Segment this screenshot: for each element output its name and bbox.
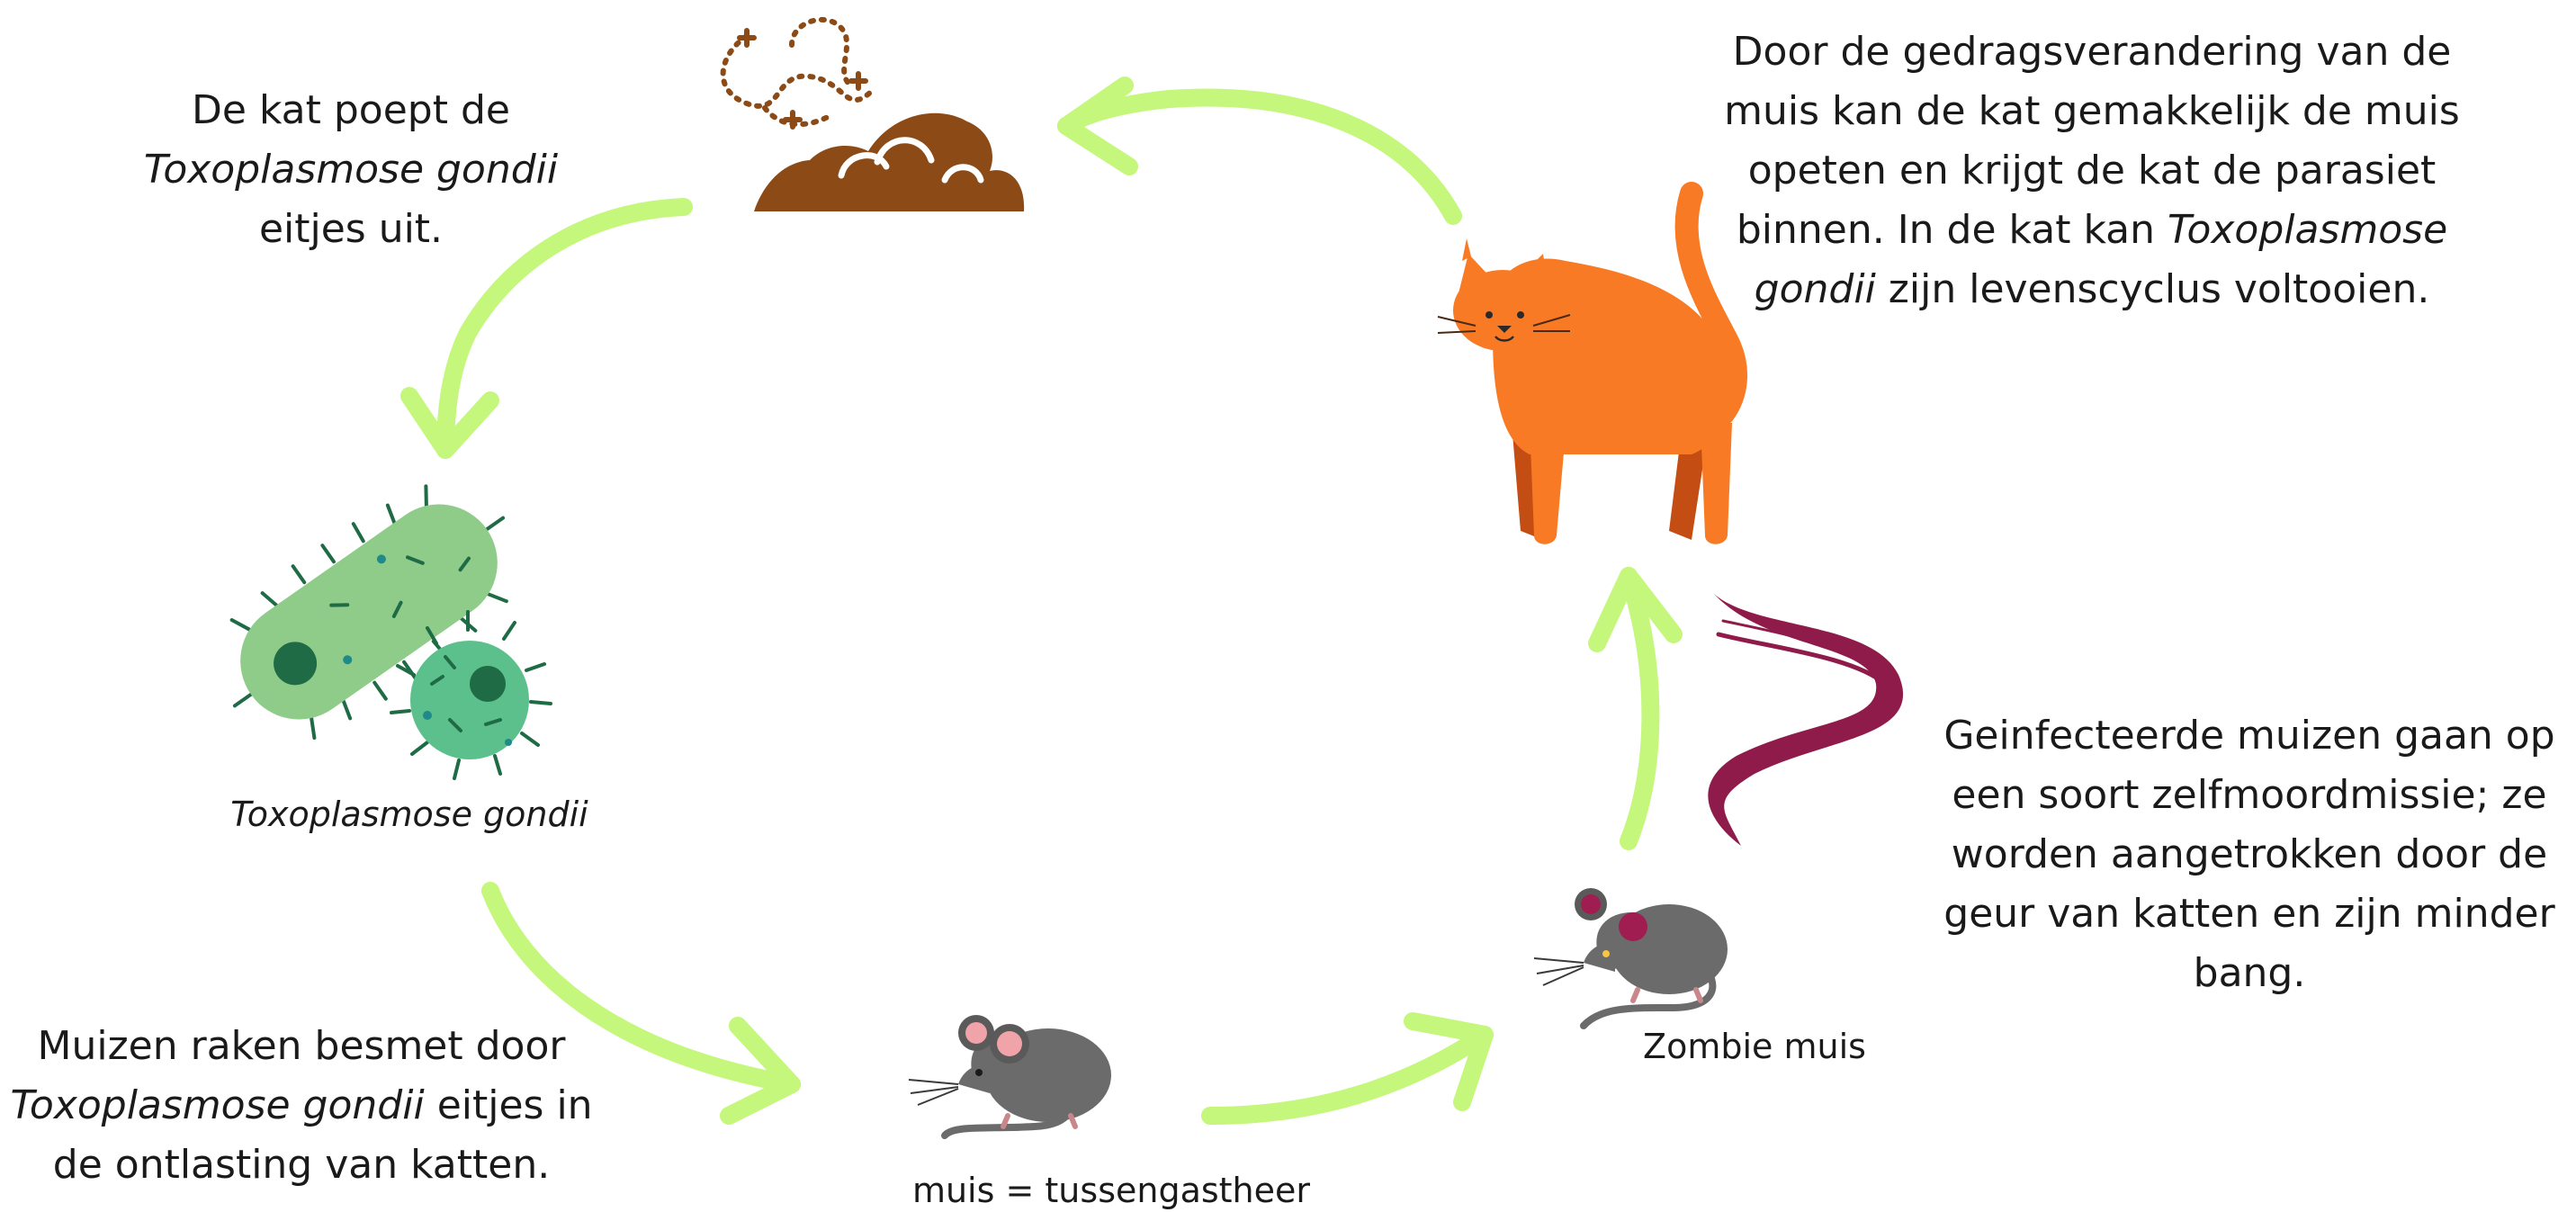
caption-zombie: Geinfecteerde muizen gaan op een soort z…	[1925, 706, 2573, 1003]
arrow-cat-to-poop	[1066, 85, 1453, 216]
mouse-icon	[909, 1015, 1111, 1136]
label-zombie-mouse: Zombie muis	[1620, 1026, 1889, 1067]
label-parasite: Toxoplasmose gondii	[220, 794, 598, 835]
species-name: Toxoplasmose gondii	[10, 1082, 424, 1128]
zombie-mouse-icon	[1534, 888, 1728, 1026]
caption-cat: Door de gedragsverandering van de muis k…	[1710, 22, 2474, 319]
scent-trail-icon	[1708, 594, 1903, 846]
species-name: Toxoplasmose gondii	[144, 147, 558, 193]
cat-icon	[1438, 193, 1736, 544]
arrow-mouse-to-zombie	[1210, 1021, 1485, 1116]
caption-poop: De kat poept de Toxoplasmose gondii eitj…	[90, 81, 612, 259]
label-mouse: muis = tussengastheer	[891, 1170, 1332, 1211]
arrow-zombie-to-cat	[1597, 576, 1674, 841]
poop-icon	[723, 20, 1025, 211]
caption-infection: Muizen raken besmet door Toxoplasmose go…	[9, 1017, 594, 1195]
bacteria-icon	[188, 452, 551, 778]
